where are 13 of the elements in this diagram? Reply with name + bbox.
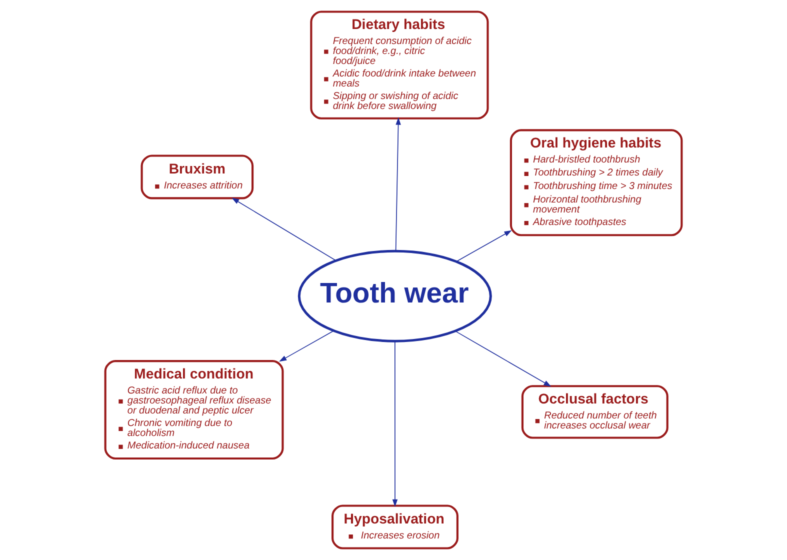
arrow	[395, 117, 401, 252]
arrow	[232, 198, 336, 261]
arrow	[279, 330, 334, 362]
node-box: Occlusal factors Reduced number of teeth increases occlusal wear	[521, 385, 668, 439]
arrow	[392, 340, 398, 507]
node-box: Bruxism Increases attrition	[140, 154, 254, 200]
arrow	[456, 230, 512, 262]
node-box: Medical condition Gastric acid reflux due to gastroesophageal reflux disease or duodenal and peptic ulcer Chronic vomiting due to alcoholism Medication-induced nausea	[104, 360, 284, 460]
node-box: Oral hygiene habits Hard-bristled toothbrush Toothbrushing > 2 times daily Toothbrushing time > 3 minutes Horizontal toothbrushing movement Abrasive toothpastes	[510, 129, 683, 236]
node-box: Dietary habits Frequent consumption of acidic food/drink, e.g., citric food/juice Acidic food/drink intake between meals Sipping or swishing of acidic drink before swallowing	[310, 10, 489, 120]
node-ellipse: Tooth wear	[298, 250, 492, 342]
arrow	[455, 330, 552, 387]
node-box: Hyposalivation Increases erosion	[332, 504, 458, 550]
